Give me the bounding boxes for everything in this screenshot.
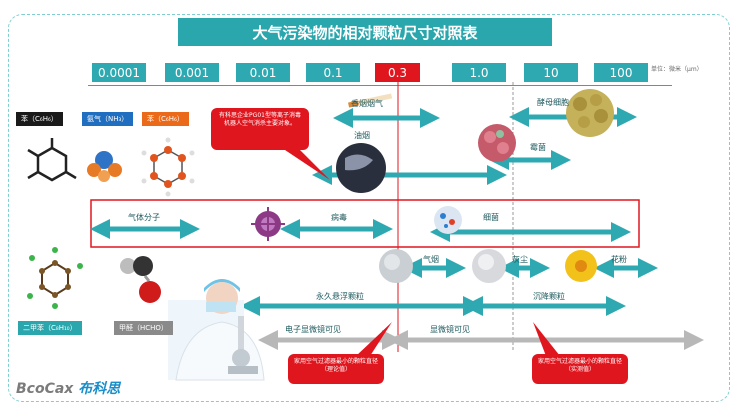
label-settling: 沉降颗粒 <box>533 292 565 301</box>
label-pollen: 花粉 <box>611 255 627 264</box>
callout-right-pointer <box>533 322 560 356</box>
callout-left-pointer <box>356 322 392 356</box>
toluene-model <box>141 137 195 197</box>
scale-label-5: 1.0 <box>452 63 506 82</box>
label-fog: 气烟 <box>423 255 439 264</box>
label-formaldehyde: 甲醛（HCHO） <box>114 321 173 335</box>
label-virus: 病毒 <box>331 213 347 222</box>
xylene-model <box>27 247 83 309</box>
formaldehyde-model <box>120 256 161 303</box>
logo-cn: 布科思 <box>78 381 121 397</box>
callout-left: 家用空气过滤器最小的颗粒直径（理论值） <box>288 354 384 384</box>
label-oil: 油烟 <box>354 131 370 140</box>
ammonia-model <box>87 151 122 182</box>
pollen-image <box>565 250 597 282</box>
oil-image <box>336 143 386 193</box>
callout-top: 有科思企业PG01型等离子消毒机器人空气消杀主要对象。 <box>211 108 309 150</box>
scale-label-4: 0.3 <box>375 63 420 82</box>
unit-label: 单位：微米（μm） <box>651 66 703 73</box>
mold-image <box>478 124 516 162</box>
label-mold: 霉菌 <box>530 143 546 152</box>
dust-image <box>472 249 506 283</box>
scale-label-1: 0.001 <box>165 63 219 82</box>
label-xylene: 二甲苯（C₈H₁₀） <box>18 321 82 335</box>
scale-label-3: 0.1 <box>306 63 360 82</box>
label-benzene: 苯（C₆H₆） <box>16 112 63 126</box>
scale-label-7: 100 <box>594 63 648 82</box>
logo-brand: BcoCax <box>16 381 74 397</box>
callout-top-pointer <box>285 150 330 180</box>
cigarette-image <box>348 93 393 108</box>
scale-axis <box>88 85 672 86</box>
dashed-frame <box>8 14 730 402</box>
label-toluene: 苯（C₆H₆） <box>142 112 189 126</box>
label-yeast: 酵母细胞 <box>537 98 569 107</box>
yeast-image <box>566 89 614 137</box>
scale-label-6: 10 <box>524 63 578 82</box>
label-em-visible: 电子显微镜可见 <box>285 325 341 334</box>
callout-right: 家用空气过滤器最小的颗粒直径（实测值） <box>532 354 628 384</box>
scale-label-2: 0.01 <box>236 63 290 82</box>
brand-logo: BcoCax 布科思 <box>16 378 120 398</box>
virus-image <box>251 207 285 241</box>
label-dust: 灰尘 <box>512 255 528 264</box>
label-gas: 气体分子 <box>128 213 160 222</box>
bacteria-image <box>434 206 462 234</box>
label-smoke: 香烟烟气 <box>351 99 383 108</box>
label-suspended: 永久悬浮颗粒 <box>316 292 364 301</box>
scientist-image <box>168 279 265 381</box>
label-bacteria: 细菌 <box>483 213 499 222</box>
page-title: 大气污染物的相对颗粒尺寸对照表 <box>178 18 552 46</box>
scale-label-0: 0.0001 <box>92 63 146 82</box>
label-ammonia: 氨气（NH₃） <box>82 112 134 126</box>
highlight-box <box>90 199 640 248</box>
benzene-model <box>27 138 77 182</box>
fog-image <box>379 249 413 283</box>
label-micro-visible: 显微镜可见 <box>430 325 470 334</box>
